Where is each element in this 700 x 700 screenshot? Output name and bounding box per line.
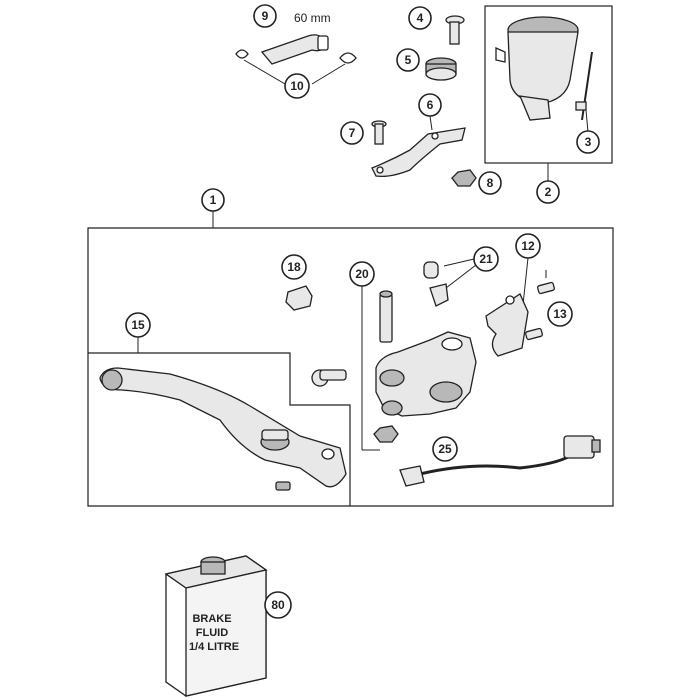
master-cylinder-body-part xyxy=(375,331,477,417)
svg-text:6: 6 xyxy=(427,98,434,112)
svg-text:5: 5 xyxy=(405,53,412,67)
callout-2: 2 xyxy=(536,180,560,204)
clamp-screw-part-13a xyxy=(537,281,555,295)
pushrod-part-20 xyxy=(379,290,393,343)
reservoir-part xyxy=(495,16,579,121)
callout-18: 18 xyxy=(281,254,307,280)
svg-text:10: 10 xyxy=(290,79,304,93)
handlebar-clamp-part-12 xyxy=(485,293,529,357)
svg-text:20: 20 xyxy=(355,267,369,281)
callout-21: 21 xyxy=(473,246,499,272)
callout-5: 5 xyxy=(396,48,420,72)
hose-clamp-left xyxy=(235,49,249,59)
svg-text:18: 18 xyxy=(287,260,301,274)
screw-part-7 xyxy=(371,120,387,145)
brake-lever-part xyxy=(99,367,347,491)
svg-text:9: 9 xyxy=(262,9,269,23)
reservoir-bolt-part xyxy=(575,51,593,121)
lever-subframe xyxy=(88,352,351,506)
callout-10: 10 xyxy=(284,73,310,99)
svg-text:2: 2 xyxy=(545,185,552,199)
callout-8: 8 xyxy=(478,171,502,195)
brake-fluid-label-line3: 1/4 LITRE xyxy=(189,641,239,653)
clamp-screw-part-13b xyxy=(525,327,543,341)
brake-fluid-can: BRAKE FLUID 1/4 LITRE xyxy=(164,555,268,697)
callout-13: 13 xyxy=(547,301,573,327)
callout-12: 12 xyxy=(515,233,541,259)
svg-text:1: 1 xyxy=(210,193,217,207)
callout-25: 25 xyxy=(432,436,458,462)
pivot-pin-part xyxy=(311,369,347,387)
hose-assembly: 60 mm xyxy=(260,11,331,65)
callout-15: 15 xyxy=(125,312,151,338)
svg-text:25: 25 xyxy=(438,442,452,456)
svg-text:3: 3 xyxy=(585,135,592,149)
svg-text:15: 15 xyxy=(131,318,145,332)
callout-9: 9 xyxy=(253,4,277,28)
callout-80: 80 xyxy=(264,591,292,619)
svg-text:21: 21 xyxy=(479,252,493,266)
callout-3: 3 xyxy=(576,130,600,154)
rubber-cap-part-18 xyxy=(285,285,313,311)
screw-part-4 xyxy=(445,15,465,45)
master-cylinder-frame xyxy=(87,227,614,507)
hose-clamp-right xyxy=(339,52,357,64)
bracket-part-6 xyxy=(371,127,466,178)
svg-text:4: 4 xyxy=(417,11,424,25)
grommet-part-5 xyxy=(425,57,457,81)
bleeder-valve-part-21 xyxy=(429,283,449,307)
bleeder-cap-part-21 xyxy=(423,261,439,279)
svg-text:80: 80 xyxy=(271,598,285,612)
brake-light-switch-part-25 xyxy=(399,435,601,487)
hose-length-label: 60 mm xyxy=(294,11,331,25)
brake-fluid-label-line2: FLUID xyxy=(196,627,228,639)
svg-text:13: 13 xyxy=(553,307,567,321)
callout-6: 6 xyxy=(418,93,442,117)
callout-4: 4 xyxy=(408,6,432,30)
callout-7: 7 xyxy=(340,121,364,145)
brake-fluid-label-line1: BRAKE xyxy=(192,613,231,625)
svg-text:7: 7 xyxy=(349,126,356,140)
callout-20: 20 xyxy=(349,261,375,287)
nut-part-20 xyxy=(373,425,399,443)
svg-text:12: 12 xyxy=(521,239,535,253)
nut-part-8 xyxy=(451,169,477,187)
svg-text:8: 8 xyxy=(487,176,494,190)
callout-1: 1 xyxy=(201,188,225,212)
